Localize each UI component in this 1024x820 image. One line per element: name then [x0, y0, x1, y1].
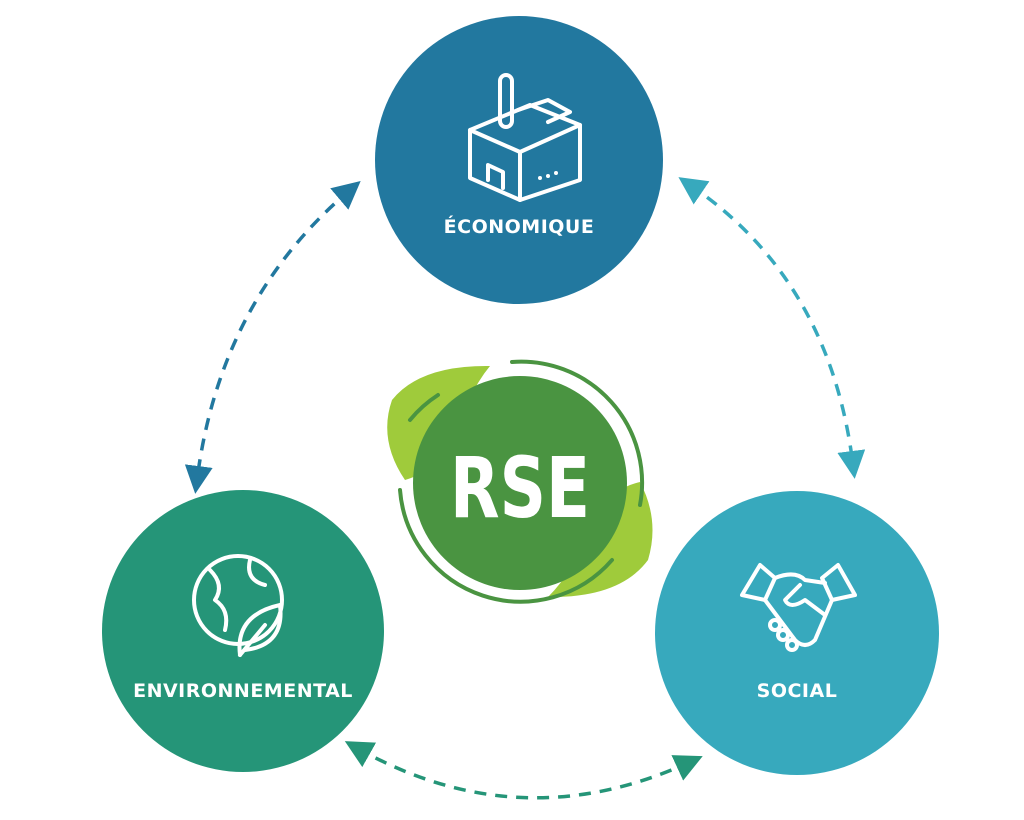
handshake-icon — [740, 563, 857, 652]
label-economique: ÉCONOMIQUE — [444, 215, 595, 238]
pillar-environnemental: ENVIRONNEMENTAL — [102, 490, 384, 772]
pillar-social: SOCIAL — [655, 491, 939, 775]
rse-logo: RSE — [387, 359, 653, 604]
factory-icon — [468, 73, 582, 202]
rse-title: RSE — [450, 439, 590, 537]
arrow-economique-environnemental — [184, 180, 361, 494]
pillar-economique: ÉCONOMIQUE — [375, 16, 663, 304]
arrow-economique-social — [678, 177, 866, 479]
arrow-environnemental-social — [344, 741, 703, 800]
label-social: SOCIAL — [757, 680, 838, 702]
globe-leaf-icon — [192, 554, 284, 657]
label-environnemental: ENVIRONNEMENTAL — [133, 680, 353, 702]
